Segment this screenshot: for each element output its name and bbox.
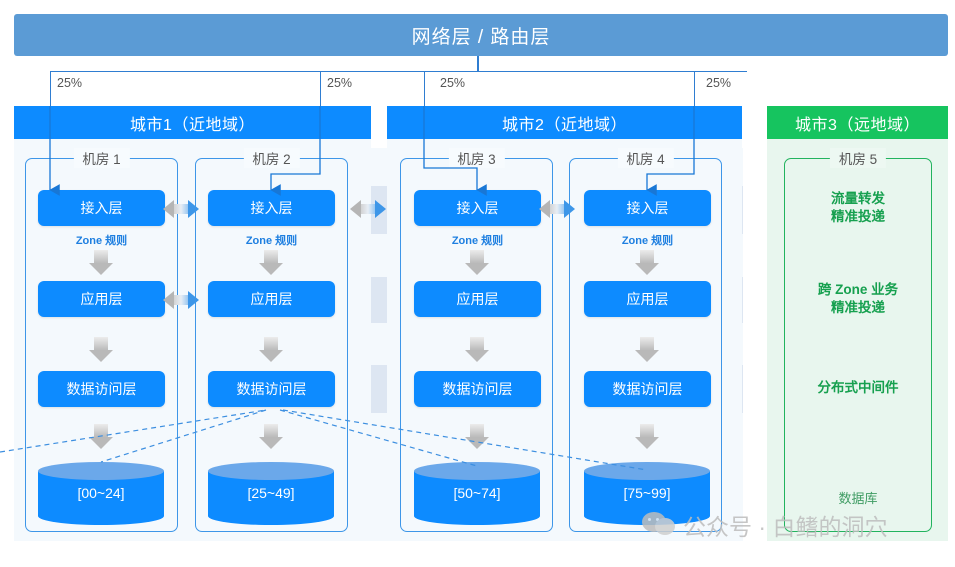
- tree-trunk: [477, 56, 479, 72]
- wechat-icon: [642, 512, 676, 538]
- machine-room-4-label: 机房 4: [617, 148, 674, 168]
- percent-label-1: 25%: [57, 76, 83, 90]
- remote-note-2: 跨 Zone 业务 精准投递: [817, 282, 899, 315]
- database-1-label: [00~24]: [77, 485, 125, 501]
- database-1[interactable]: [00~24]: [38, 462, 164, 525]
- data-access-layer-room3[interactable]: 数据访问层: [414, 371, 541, 407]
- access-layer-room1[interactable]: 接入层: [38, 190, 165, 226]
- database-2-label: [25~49]: [247, 485, 295, 501]
- city-title-2: 城市2（近地域）: [387, 106, 742, 139]
- machine-room-1-label: 机房 1: [73, 148, 130, 168]
- down-arrow-room4-a: [635, 250, 659, 276]
- database-3-label: [50~74]: [453, 485, 501, 501]
- down-arrow-room4-b: [635, 337, 659, 363]
- machine-room-5: 机房 5: [784, 148, 932, 532]
- zone-rule-room2: Zone 规则: [245, 235, 298, 247]
- percent-label-4: 25%: [706, 76, 732, 90]
- database-4-label: [75~99]: [623, 485, 671, 501]
- down-arrow-room3-c: [465, 424, 489, 450]
- tree-drop-2: [320, 71, 322, 106]
- app-layer-room3[interactable]: 应用层: [414, 281, 541, 317]
- database-2[interactable]: [25~49]: [208, 462, 334, 525]
- city-panel-3: 城市3（远地域）: [767, 106, 948, 541]
- machine-room-5-label: 机房 5: [829, 148, 887, 168]
- city-title-3: 城市3（远地域）: [767, 106, 948, 139]
- data-access-layer-room2[interactable]: 数据访问层: [208, 371, 335, 407]
- zone-rule-room3: Zone 规则: [451, 235, 504, 247]
- app-layer-room4[interactable]: 应用层: [584, 281, 711, 317]
- tree-drop-1: [50, 71, 52, 106]
- city-title-1: 城市1（近地域）: [14, 106, 371, 139]
- data-access-layer-room1[interactable]: 数据访问层: [38, 371, 165, 407]
- bidir-arrow-access-city1-city2: [350, 198, 386, 220]
- watermark-text: 公众号 · 白鳍的洞穴: [683, 514, 888, 540]
- percent-label-2: 25%: [327, 76, 353, 90]
- access-layer-room4[interactable]: 接入层: [584, 190, 711, 226]
- tree-drop-3: [424, 71, 426, 106]
- access-layer-room2[interactable]: 接入层: [208, 190, 335, 226]
- access-layer-room3[interactable]: 接入层: [414, 190, 541, 226]
- down-arrow-room3-a: [465, 250, 489, 276]
- tree-crossbar: [50, 71, 747, 73]
- database-4[interactable]: [75~99]: [584, 462, 710, 525]
- down-arrow-room2-b: [259, 337, 283, 363]
- bidir-arrow-access-room1-room2: [163, 198, 199, 220]
- data-access-layer-room4[interactable]: 数据访问层: [584, 371, 711, 407]
- bidir-arrow-access-room3-room4: [539, 198, 575, 220]
- remote-note-3: 分布式中间件: [817, 380, 899, 395]
- machine-room-3-label: 机房 3: [448, 148, 505, 168]
- network-layer-title: 网络层 / 路由层: [411, 26, 551, 48]
- tree-drop-4: [694, 71, 696, 106]
- down-arrow-room4-c: [635, 424, 659, 450]
- down-arrow-room2-a: [259, 250, 283, 276]
- machine-room-2-label: 机房 2: [243, 148, 300, 168]
- machine-room-1: 机房 1: [25, 148, 178, 532]
- down-arrow-room2-c: [259, 424, 283, 450]
- zone-rule-room4: Zone 规则: [621, 235, 674, 247]
- down-arrow-room1-b: [89, 337, 113, 363]
- bidir-arrow-app-room1-room2: [163, 289, 199, 311]
- app-layer-room2[interactable]: 应用层: [208, 281, 335, 317]
- remote-note-4: 数据库: [838, 491, 878, 506]
- percent-label-3: 25%: [440, 76, 466, 90]
- zone-rule-room1: Zone 规则: [75, 235, 128, 247]
- down-arrow-room1-c: [89, 424, 113, 450]
- down-arrow-room3-b: [465, 337, 489, 363]
- down-arrow-room1-a: [89, 250, 113, 276]
- database-3[interactable]: [50~74]: [414, 462, 540, 525]
- watermark: 公众号 · 白鳍的洞穴: [642, 508, 887, 542]
- remote-note-1: 流量转发 精准投递: [831, 191, 885, 224]
- app-layer-room1[interactable]: 应用层: [38, 281, 165, 317]
- network-layer-header: 网络层 / 路由层: [14, 14, 948, 56]
